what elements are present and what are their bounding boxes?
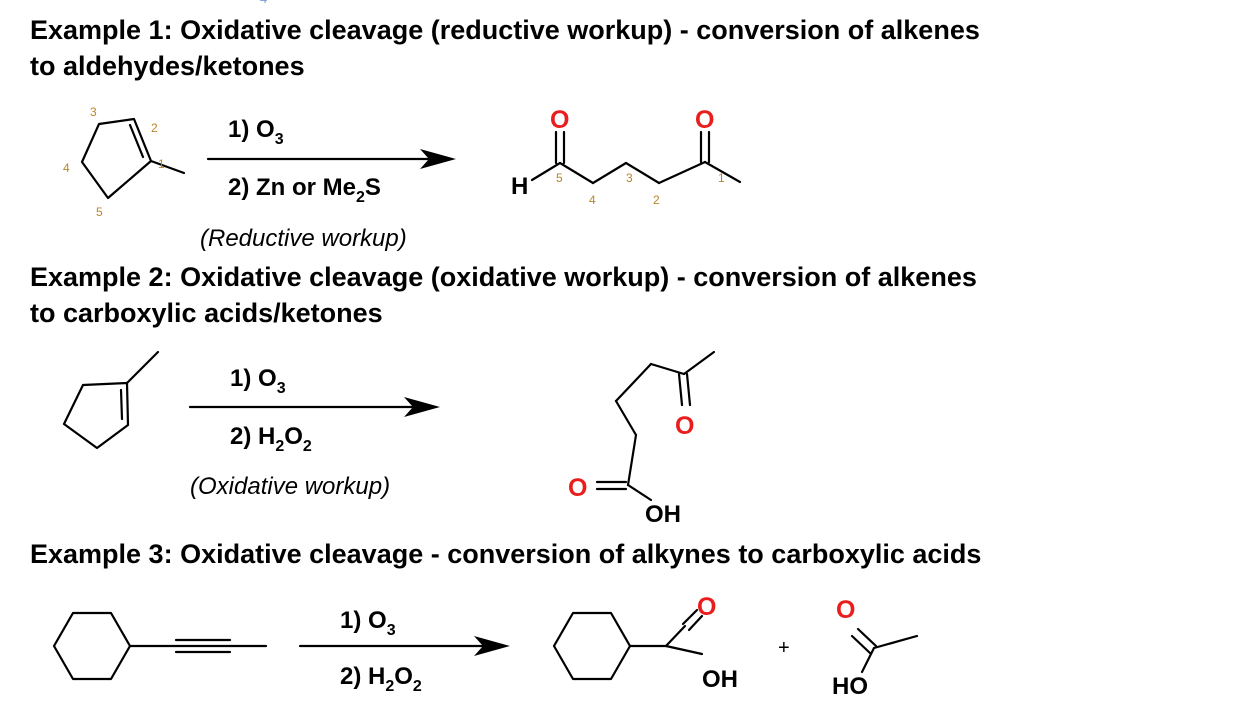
ex2-step-2-reagent: 2) H2O2 [230, 423, 312, 455]
acid-1-hydroxyl: OH [702, 666, 738, 693]
example-3-heading-line-1: Example 3: Oxidative cleavage - conversi… [30, 539, 982, 569]
product-number-2: 2 [653, 193, 660, 207]
ex2-workup-note: (Oxidative workup) [190, 473, 390, 500]
aldehyde-oxygen: O [550, 106, 569, 134]
product-number-5: 5 [556, 171, 563, 185]
reaction-arrow-1 [206, 149, 456, 169]
reaction-arrow-3 [298, 636, 510, 656]
stray-mark: 4 [260, 0, 267, 6]
product-acetic-acid: O HO [832, 596, 919, 700]
ex1-step-2-reagent: 2) Zn or Me2S [228, 174, 381, 206]
example-1-heading: Example 1: Oxidative cleavage (reductive… [30, 12, 980, 84]
example-3-heading: Example 3: Oxidative cleavage - conversi… [30, 536, 981, 572]
reaction-arrow-2 [188, 397, 440, 417]
acid-2-carbonyl-oxygen: O [836, 596, 855, 624]
example-2-scheme: 1) O3 2) H2O2 (Oxidative workup) O O OH [62, 350, 716, 528]
plus-sign: + [778, 637, 790, 659]
example-3-scheme: 1) O3 2) H2O2 O OH + O HO [52, 593, 919, 700]
ex1-step-1-reagent: 1) O3 [228, 116, 284, 148]
example-2-heading-line-1: Example 2: Oxidative cleavage (oxidative… [30, 262, 977, 292]
ex3-step-2-reagent: 2) H2O2 [340, 663, 422, 695]
atom-number-3: 3 [90, 105, 97, 119]
ex2-step-1-reagent: 1) O3 [230, 365, 286, 397]
ex3-step-1-reagent: 1) O3 [340, 607, 396, 639]
acid-1-carbonyl-oxygen: O [697, 593, 716, 621]
product-number-3: 3 [626, 171, 633, 185]
product-ketoaldehyde: O O H 1 2 3 4 5 [511, 106, 742, 207]
atom-number-4: 4 [63, 161, 70, 175]
aldehyde-hydrogen: H [511, 173, 528, 200]
ketone-oxygen: O [695, 106, 714, 134]
reactant-methylcyclopentene-2 [62, 350, 160, 450]
product-ketoacid: O O OH [568, 350, 716, 528]
example-2-heading: Example 2: Oxidative cleavage (oxidative… [30, 259, 977, 331]
example-2-heading-line-2: to carboxylic acids/ketones [30, 298, 383, 328]
example-1-heading-line-1: Example 1: Oxidative cleavage (reductive… [30, 15, 980, 45]
example-1-heading-line-2: to aldehydes/ketones [30, 51, 305, 81]
product-number-1: 1 [718, 171, 725, 185]
acid-hydroxyl: OH [645, 501, 681, 528]
reactant-propynylcyclohexane [52, 611, 268, 681]
reactant-methylcyclopentene-1: 1 2 3 4 5 [63, 105, 186, 219]
atom-number-5: 5 [96, 205, 103, 219]
acid-carbonyl-oxygen: O [568, 474, 587, 502]
atom-number-1: 1 [158, 157, 165, 171]
product-cyclohexanecarboxylic-acid: O OH [552, 593, 738, 693]
atom-number-2: 2 [151, 121, 158, 135]
example-1-scheme: 1 2 3 4 5 1) O3 2) Zn or Me2S (Reductive… [63, 105, 742, 252]
ex1-workup-note: (Reductive workup) [200, 225, 407, 252]
ketone-oxygen-2: O [675, 412, 694, 440]
acid-2-hydroxyl: HO [832, 673, 868, 700]
product-number-4: 4 [589, 193, 596, 207]
